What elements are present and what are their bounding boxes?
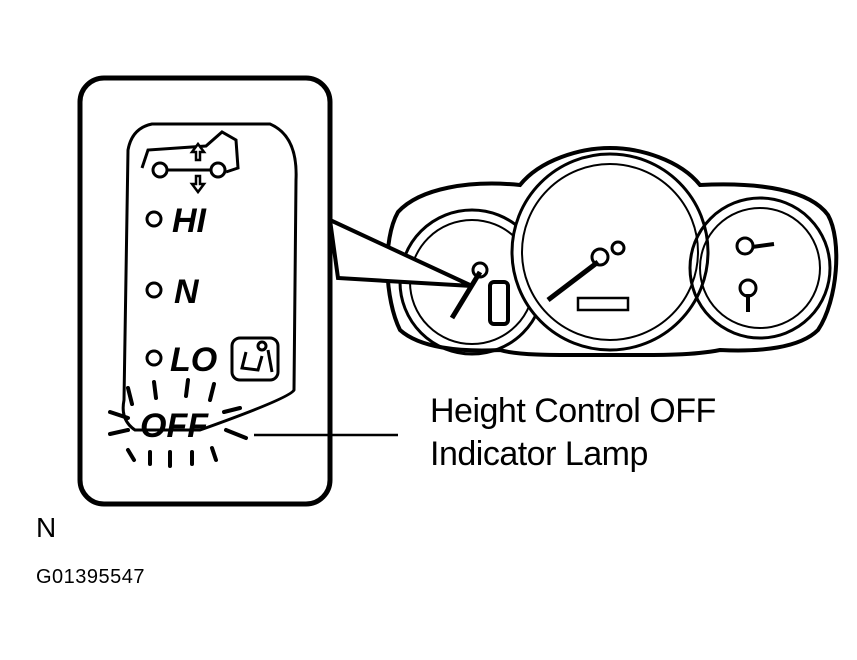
switch-panel bbox=[77, 75, 333, 507]
off-indicator: OFF bbox=[108, 378, 248, 468]
seat-occupant-icon bbox=[230, 336, 280, 382]
zoom-pointer bbox=[327, 216, 473, 288]
callout-line-2: Indicator Lamp bbox=[430, 434, 648, 473]
position-lo: LO bbox=[145, 341, 217, 379]
n-indicator-dot bbox=[145, 281, 163, 299]
position-n: N bbox=[145, 273, 200, 311]
indicator-light-rays-icon bbox=[108, 378, 248, 468]
hi-indicator-dot bbox=[145, 210, 163, 228]
figure-code: G01395547 bbox=[36, 566, 146, 588]
instrument-cluster bbox=[385, 145, 839, 358]
center-gauge bbox=[510, 152, 710, 352]
right-gauge bbox=[688, 196, 832, 340]
lo-label: LO bbox=[170, 341, 217, 379]
hi-label: HI bbox=[172, 202, 208, 240]
position-hi: HI bbox=[145, 202, 208, 240]
n-label: N bbox=[174, 273, 200, 311]
lo-indicator-dot bbox=[145, 349, 163, 367]
up-arrow-icon bbox=[189, 141, 207, 162]
down-arrow-icon bbox=[189, 174, 207, 195]
vehicle-height-icon bbox=[140, 130, 240, 179]
callout-line-1: Height Control OFF bbox=[430, 392, 716, 430]
off-label: OFF bbox=[140, 407, 209, 445]
view-letter: N bbox=[36, 512, 57, 543]
callout-text: Height Control OFF Indicator Lamp bbox=[430, 390, 716, 475]
